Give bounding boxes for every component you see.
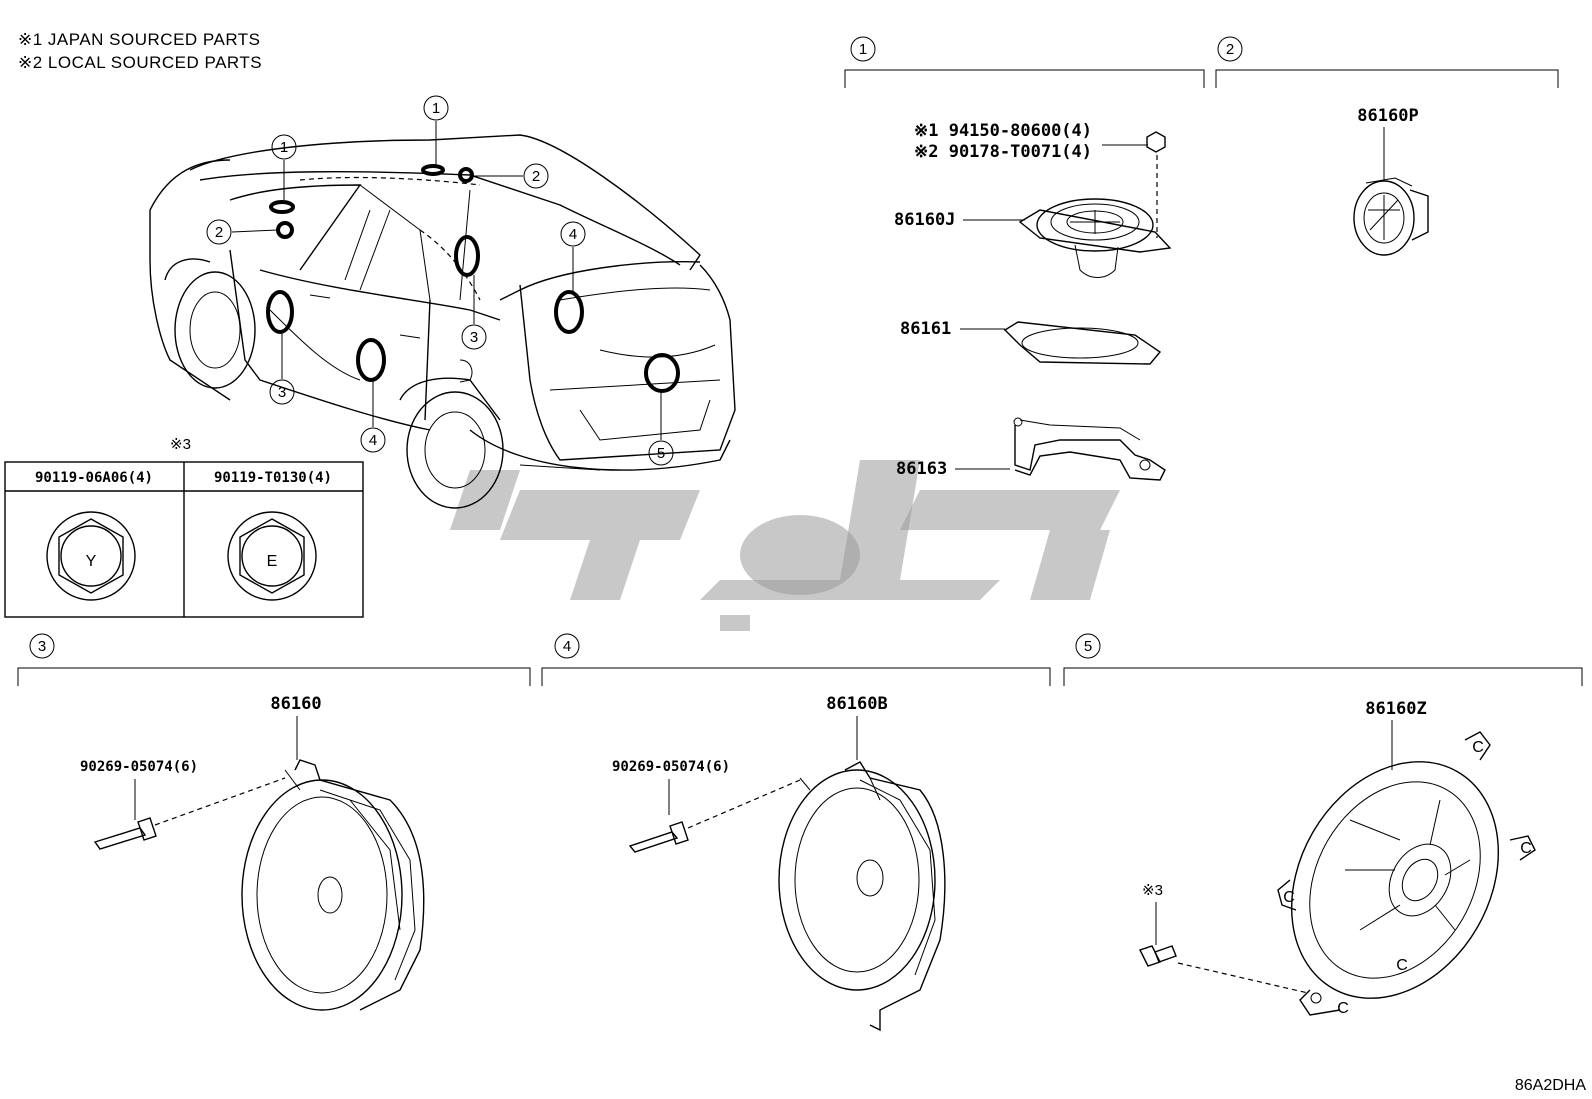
speaker-86160J-icon: [1018, 198, 1172, 278]
speaker-86160Z-icon: [1277, 731, 1536, 1016]
group-callout-4: 4: [563, 638, 571, 655]
c-mark-2: C: [1520, 840, 1532, 857]
gasket-86161-icon: [1003, 321, 1162, 365]
speaker-mark-1b: [421, 164, 445, 176]
c-mark-5: C: [1396, 957, 1408, 974]
group-1: 1 ※1 94150-80600(4) ※2 90178-T0071(4) 86…: [844, 36, 1205, 481]
speaker-mark-3a: [266, 290, 294, 334]
bracket-86163-icon: [1013, 417, 1166, 481]
group-2: 2 86160P: [1215, 36, 1559, 256]
speaker-86160P-label: 86160P: [1357, 106, 1418, 126]
vehicle-callouts: 1 1 2 2 3 3 4 4 5: [206, 95, 674, 466]
c-mark-3: C: [1283, 889, 1295, 906]
vehicle-callout-3b: 3: [470, 329, 478, 346]
vehicle-callout-2b: 2: [532, 168, 540, 185]
vehicle-callout-4a: 4: [369, 432, 377, 449]
nut-mark-y: Y: [86, 553, 97, 570]
vehicle-outline: [149, 134, 736, 509]
group-callout-1: 1: [859, 41, 867, 58]
rivet-label-group3: 90269-05074(6): [80, 759, 198, 775]
speaker-mark-2a: [276, 221, 294, 239]
speaker-86160B-label: 86160B: [826, 694, 887, 714]
speaker-mark-3b: [454, 235, 480, 277]
nut-part-number-e: 90119-T0130(4): [214, 470, 332, 486]
speaker-mark-5: [644, 353, 680, 393]
vehicle-callout-1a: 1: [280, 139, 288, 156]
rivet-icon-group3: [93, 817, 157, 850]
c-mark-4: C: [1337, 1000, 1349, 1017]
diagram-reference-code: 86A2DHA: [1515, 1077, 1586, 1094]
speaker-86160Z-label: 86160Z: [1365, 699, 1426, 719]
bracket-c-marks: C C C C C: [1283, 739, 1532, 1017]
speaker-mark-4b: [554, 290, 584, 334]
nut-table-note: ※3: [170, 436, 191, 453]
nut-table: ※3 90119-06A06(4) 90119-T0130(4) Y E: [4, 436, 364, 618]
nut-mark-e: E: [267, 553, 278, 570]
gasket-86161-label: 86161: [900, 319, 951, 339]
speaker-86160B-icon: [778, 761, 946, 1032]
note-local-sourced: ※2 LOCAL SOURCED PARTS: [18, 53, 262, 72]
rivet-label-group4: 90269-05074(6): [612, 759, 730, 775]
fastener-japan-label: ※1 94150-80600(4): [914, 121, 1092, 141]
speaker-86160J-label: 86160J: [894, 210, 955, 230]
group-callout-2: 2: [1226, 41, 1234, 58]
group-callout-3: 3: [38, 638, 46, 655]
group-5: 5 86160Z ※3 C C C C C: [1063, 633, 1583, 1017]
watermark-logo: [450, 460, 1120, 631]
speaker-86160-icon: [241, 759, 425, 1011]
screw-note-label: ※3: [1142, 882, 1163, 899]
group-3: 3 86160 90269-05074(6): [17, 633, 531, 1011]
screw-icon-group5: [1139, 945, 1177, 967]
group-callout-5: 5: [1084, 638, 1092, 655]
vehicle-speaker-marks: [266, 164, 680, 393]
c-mark-1: C: [1472, 739, 1484, 756]
vehicle-callout-5: 5: [657, 445, 665, 462]
tweeter-86160P-icon: [1353, 177, 1429, 256]
group-4: 4 86160B 90269-05074(6): [541, 633, 1051, 1032]
speaker-mark-1a: [269, 200, 295, 214]
note-japan-sourced: ※1 JAPAN SOURCED PARTS: [18, 30, 261, 49]
speaker-86160-label: 86160: [270, 694, 321, 714]
vehicle-callout-3a: 3: [278, 384, 286, 401]
fastener-nut-icon: [1146, 131, 1166, 153]
nut-part-number-y: 90119-06A06(4): [35, 470, 153, 486]
bracket-86163-label: 86163: [896, 459, 947, 479]
rivet-icon-group4: [628, 821, 689, 853]
speaker-mark-2b: [458, 167, 474, 183]
vehicle-callout-2a: 2: [215, 224, 223, 241]
fastener-local-label: ※2 90178-T0071(4): [914, 142, 1092, 162]
speaker-mark-4a: [356, 338, 386, 382]
vehicle-callout-1b: 1: [432, 100, 440, 117]
vehicle-callout-4b: 4: [569, 226, 577, 243]
